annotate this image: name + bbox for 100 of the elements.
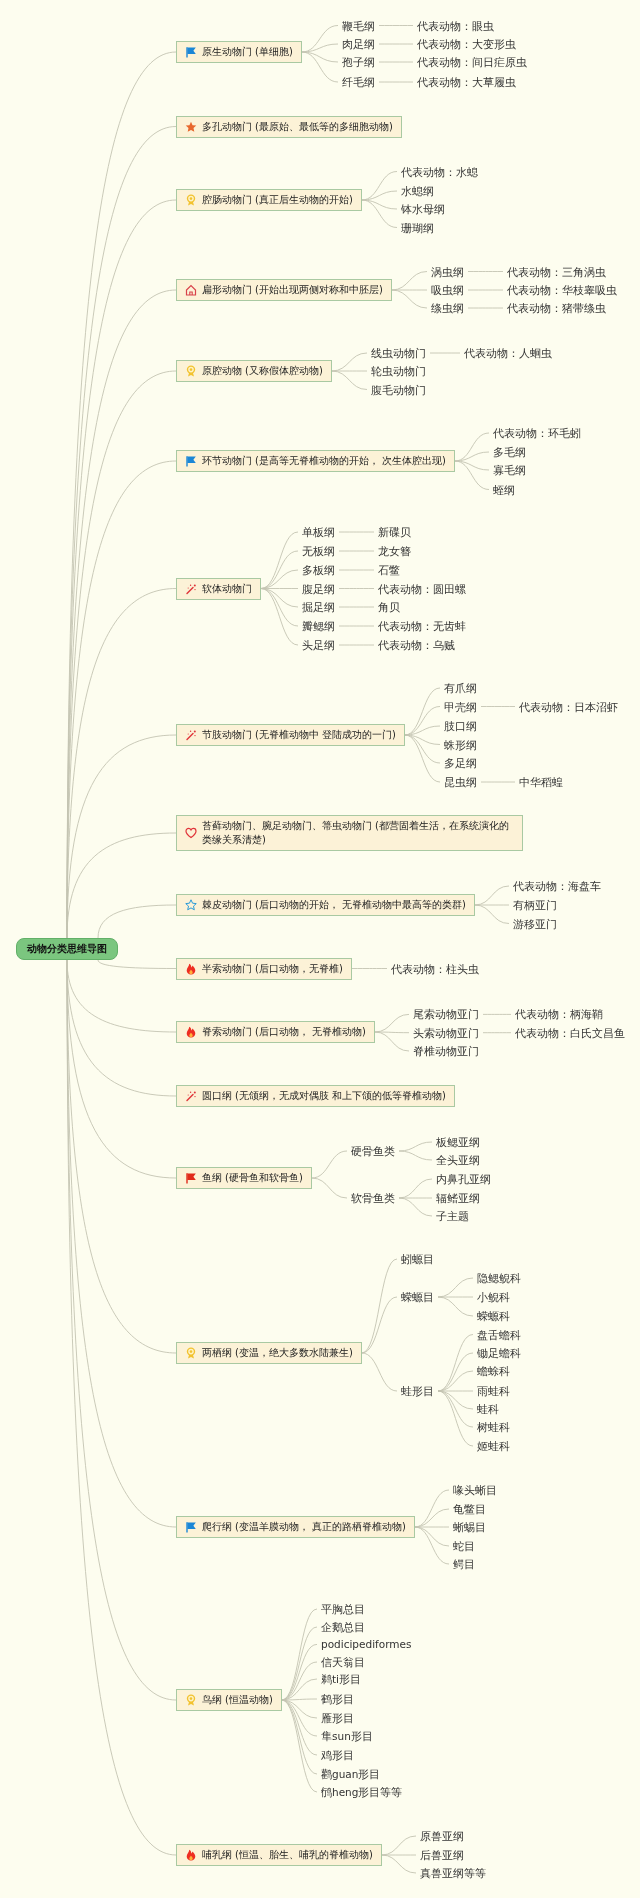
connector-line (454, 451, 490, 462)
taxon-label: 鳄目 (449, 1557, 479, 1571)
taxon-label: 代表动物：无齿蚌 (374, 619, 470, 633)
taxon-label: podicipediformes (317, 1637, 416, 1651)
taxon-label: 全头亚纲 (432, 1153, 484, 1167)
taxon-label: 头足纲 (298, 638, 339, 652)
taxon-label: 隐鳃鲵科 (473, 1271, 525, 1285)
taxon-label: 钵水母纲 (397, 202, 449, 216)
taxon-label: 鹈ti形目 (317, 1672, 366, 1686)
connector-line (398, 1141, 433, 1152)
topic-box (176, 724, 405, 746)
topic-label: 爬行纲 (变温羊膜动物， 真正的路栖脊椎动物) (202, 1520, 406, 1534)
taxon-label: 树蛙科 (473, 1420, 514, 1434)
topic-box (176, 1342, 362, 1364)
taxon-label: 多足纲 (440, 756, 481, 770)
taxon-label: 隼sun形目 (317, 1729, 377, 1743)
root-topic-box: 动物分类思维导图 (16, 938, 118, 960)
taxon-label: 平胸总目 (317, 1602, 369, 1616)
taxon-label: 代表动物：三角涡虫 (503, 265, 610, 278)
connector-line (301, 43, 339, 53)
topic-box (176, 279, 392, 301)
connector-line (361, 199, 398, 228)
taxon-label: 锄足蟾科 (473, 1346, 525, 1360)
taxon-label: 代表动物：圆田螺 (374, 582, 470, 595)
topic-label: 原生动物门 (单细胞) (202, 45, 293, 59)
topic-label: 节肢动物门 (无脊椎动物中 登陆成功的一门) (202, 728, 396, 742)
taxon-label: 代表动物：水螅 (397, 165, 482, 178)
connector-line (311, 1177, 348, 1199)
taxon-label: 信天翁目 (317, 1655, 369, 1669)
taxon-label: 寡毛纲 (489, 463, 530, 477)
connector-line (474, 904, 510, 924)
taxon-label: 鸡形目 (317, 1748, 358, 1762)
taxon-label: 孢子纲 (338, 55, 379, 69)
connector-line (301, 51, 339, 63)
taxon-label: 涡虫纲 (427, 265, 468, 278)
taxon-label: 企鹅总目 (317, 1620, 369, 1634)
topic-box (176, 41, 302, 63)
taxon-label: 子主题 (432, 1209, 473, 1223)
topic-label: 半索动物门 (后口动物，无脊椎) (202, 961, 343, 976)
taxon-label: 鞭毛纲 (338, 19, 379, 32)
taxon-label: 无板纲 (298, 544, 339, 558)
taxon-label: 掘足纲 (298, 600, 339, 614)
connector-line (381, 1854, 417, 1874)
taxon-label: 鸻heng形目等等 (317, 1785, 407, 1799)
taxon-label: 小鲵科 (473, 1290, 514, 1304)
taxon-label: 真兽亚纲等等 (416, 1866, 490, 1880)
taxon-label: 代表动物：大草履虫 (413, 75, 520, 89)
taxon-label: 代表动物：人蛔虫 (460, 346, 556, 360)
taxon-label: 蜥蜴目 (449, 1520, 490, 1534)
topic-label: 鱼纲 (硬骨鱼和软骨鱼) (202, 1171, 303, 1185)
taxon-label: 雁形目 (317, 1711, 358, 1725)
topic-box (176, 577, 261, 600)
connector-line (361, 190, 398, 201)
taxon-label: 代表动物：猪带绦虫 (503, 301, 610, 315)
taxon-label: 代表动物：间日疟原虫 (413, 55, 531, 69)
connector-line (260, 588, 299, 646)
taxon-label: 喙头蜥目 (449, 1483, 501, 1497)
connector-line (414, 1526, 450, 1547)
taxon-label: 单板纲 (298, 525, 339, 539)
connector-line (311, 1150, 348, 1179)
taxon-label: 腹毛动物门 (367, 383, 430, 396)
taxon-label: 昆虫纲 (440, 775, 481, 789)
topic-box (176, 189, 362, 211)
taxon-label: 硬骨鱼类 (347, 1144, 399, 1158)
connector-line (361, 1258, 398, 1354)
taxon-label: 蝾螈目 (397, 1290, 438, 1304)
taxon-label: 代表动物：柱头虫 (387, 962, 483, 975)
topic-label: 软体动物门 (202, 581, 252, 596)
taxon-label: 水螅纲 (397, 184, 438, 198)
taxon-label: 龟鳖目 (449, 1502, 490, 1516)
topic-box (176, 360, 332, 382)
taxon-label: 多板纲 (298, 563, 339, 577)
taxon-label: 蝾螈科 (473, 1309, 514, 1323)
taxon-label: 蛛形纲 (440, 738, 481, 751)
taxon-label: 角贝 (374, 600, 404, 614)
connector-line (398, 1150, 433, 1161)
connector-line (467, 271, 504, 272)
topic-label: 苔藓动物门、腕足动物门、箒虫动物门 (都营固着生活，在系统演化的类缘关系清楚) (202, 819, 510, 847)
taxon-label: 肢口纲 (440, 719, 481, 733)
connector-line (454, 460, 490, 490)
connector-line (378, 25, 414, 26)
connector-line (480, 706, 516, 707)
taxon-label: 代表动物：日本沼虾 (515, 700, 622, 713)
topic-label: 腔肠动物门 (真正后生动物的开始) (202, 193, 353, 207)
topic-box (176, 115, 402, 138)
connector-line (437, 1296, 474, 1317)
connector-line (331, 370, 368, 390)
taxon-label: 辐鳍亚纲 (432, 1191, 484, 1205)
connector-line (482, 1013, 512, 1015)
taxon-label: 蛙形目 (397, 1384, 438, 1398)
connector-line (374, 1031, 410, 1052)
taxon-label: 内鼻孔亚纲 (432, 1172, 495, 1186)
taxon-label: 代表动物：海盘车 (509, 879, 605, 893)
taxon-label: 蛙科 (473, 1402, 503, 1416)
taxon-label: 代表动物：眼虫 (413, 19, 498, 32)
taxon-label: 多毛纲 (489, 445, 530, 459)
topic-box (176, 1689, 282, 1711)
taxon-label: 蛇目 (449, 1539, 479, 1553)
taxon-label: 代表动物：华枝睾吸虫 (503, 283, 621, 297)
connector-line (338, 588, 375, 589)
